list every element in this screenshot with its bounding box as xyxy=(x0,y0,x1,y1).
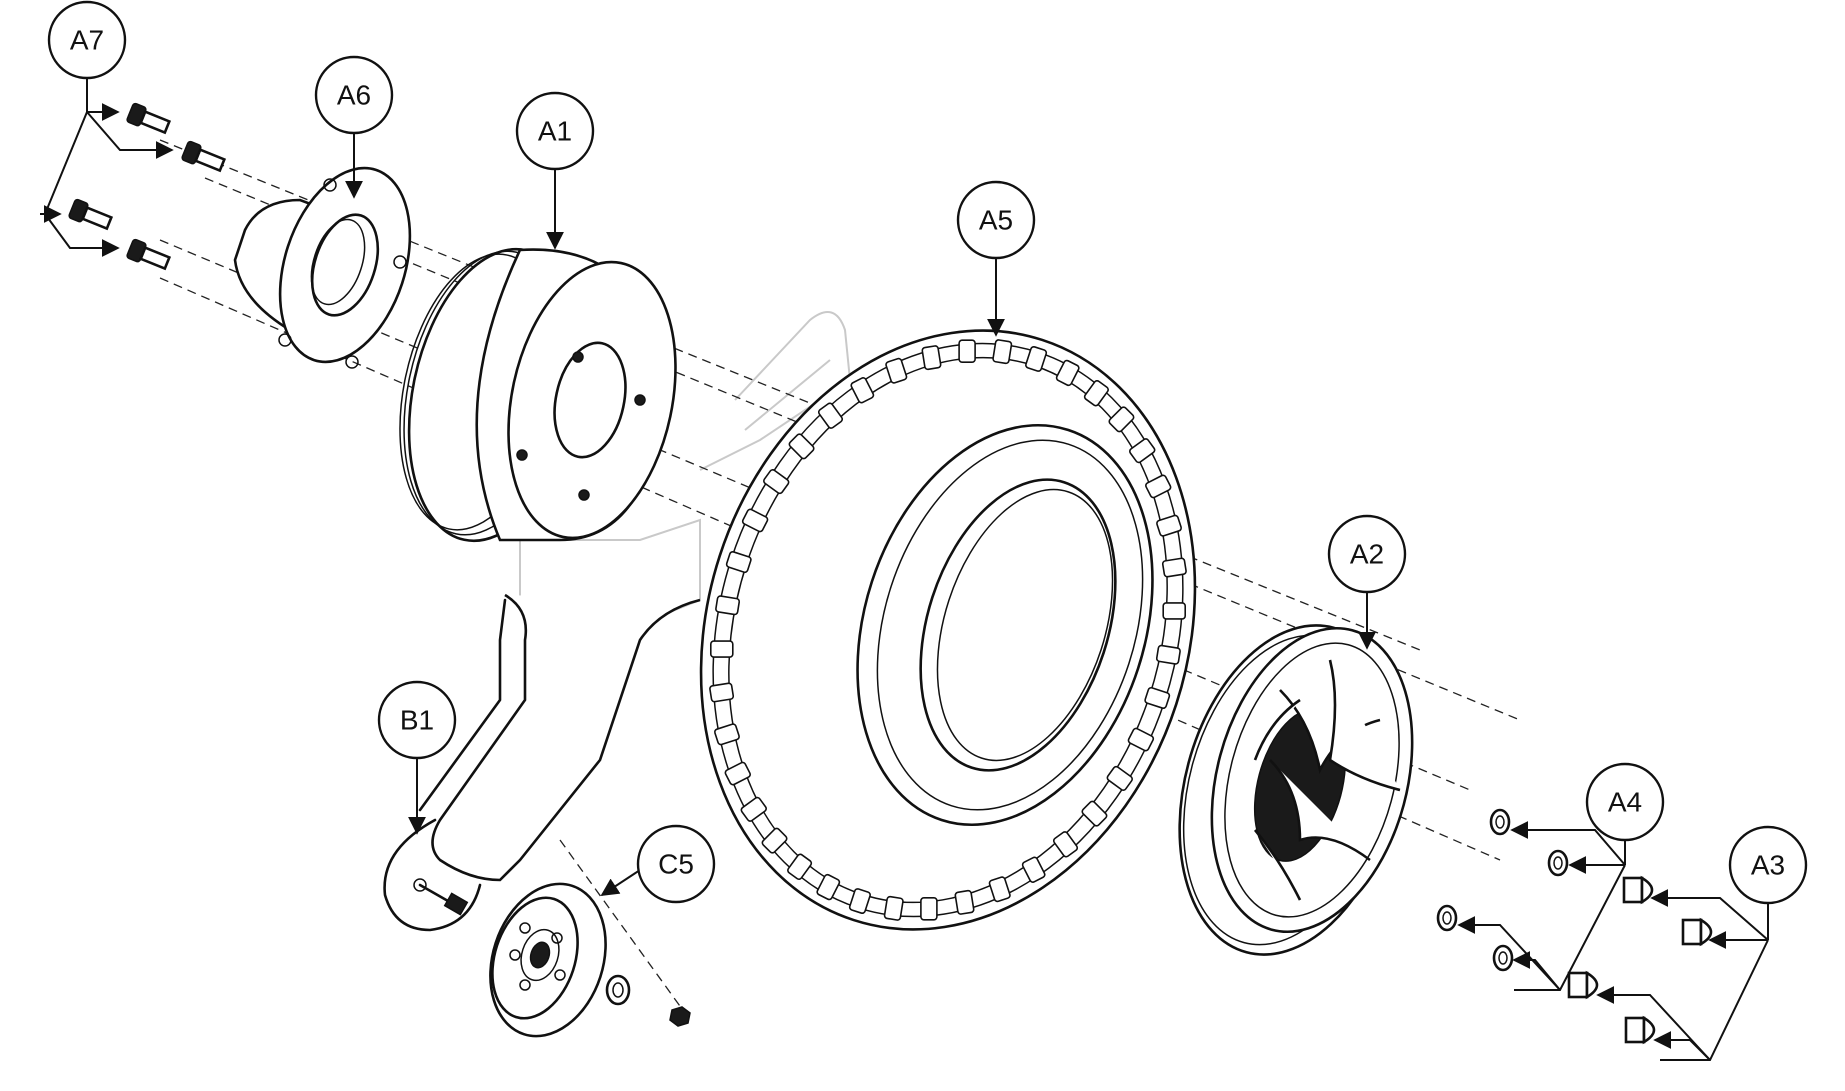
callout-a7-label: A7 xyxy=(70,25,104,56)
tread-knob xyxy=(761,827,788,854)
tread-knob xyxy=(850,377,875,404)
tread-knob xyxy=(1144,686,1171,710)
bolt-set xyxy=(68,102,227,271)
tire-tread-knobs xyxy=(709,339,1187,921)
tread-knob xyxy=(709,640,734,658)
tread-knob xyxy=(1108,406,1135,433)
tread-knob xyxy=(1129,438,1156,464)
callout-a5: A5 xyxy=(956,180,1036,260)
tread-knob xyxy=(788,433,815,460)
tread-knob xyxy=(921,345,942,371)
hub-flange xyxy=(233,166,412,369)
tread-knob xyxy=(763,469,790,495)
leader-lines xyxy=(40,78,1769,1061)
wheel-rim-outer-half xyxy=(1178,624,1414,956)
tread-knob xyxy=(920,896,938,921)
caster-fork-arm xyxy=(383,593,701,932)
tread-knob xyxy=(740,796,767,822)
callout-a6: A6 xyxy=(314,55,394,135)
callout-a3-label: A3 xyxy=(1751,850,1785,881)
tread-knob xyxy=(848,888,871,915)
callout-a2: A2 xyxy=(1327,514,1407,594)
tread-knob xyxy=(1025,345,1048,372)
tread-knob xyxy=(1155,644,1181,665)
wheel-rim-inner-half xyxy=(399,247,677,543)
callout-a6-label: A6 xyxy=(337,80,371,111)
callout-a1-label: A1 xyxy=(538,116,572,147)
tread-knob xyxy=(816,873,841,901)
tread-knob xyxy=(988,876,1011,903)
tread-knob xyxy=(715,595,741,616)
tread-knob xyxy=(725,550,752,574)
tread-knob xyxy=(1052,831,1079,858)
knobby-tire xyxy=(699,329,1197,931)
tread-knob xyxy=(885,357,908,384)
callout-bubbles: A7 A6 A1 A5 A2 B1 C5 A4 xyxy=(47,0,1808,905)
tread-knob xyxy=(1156,514,1182,537)
callout-a7: A7 xyxy=(47,0,127,80)
tread-knob xyxy=(1021,856,1046,883)
callout-a5-label: A5 xyxy=(979,205,1013,236)
tread-knob xyxy=(883,895,904,921)
tread-knob xyxy=(1083,380,1109,407)
tread-knob xyxy=(787,853,813,880)
tread-knob xyxy=(1161,557,1187,578)
callout-b1-label: B1 xyxy=(400,705,434,736)
callout-b1: B1 xyxy=(377,680,457,760)
callout-c5: C5 xyxy=(636,824,716,904)
callout-a4-label: A4 xyxy=(1608,787,1642,818)
acorn-nut-set xyxy=(1567,875,1713,1045)
tread-knob xyxy=(1162,602,1187,620)
callout-a4: A4 xyxy=(1585,762,1665,842)
tread-knob xyxy=(724,761,751,786)
tread-knob xyxy=(1055,359,1080,387)
tread-knob xyxy=(714,723,740,746)
caster-wheel xyxy=(489,882,691,1038)
tread-knob xyxy=(741,508,769,533)
tread-knob xyxy=(709,682,735,703)
tread-knob xyxy=(958,339,976,364)
tread-knob xyxy=(1127,727,1155,752)
callout-a3: A3 xyxy=(1728,825,1808,905)
callout-c5-label: C5 xyxy=(658,849,694,880)
tread-knob xyxy=(1145,474,1172,499)
washer-set xyxy=(1436,808,1569,972)
tread-knob xyxy=(817,402,844,429)
tread-knob xyxy=(1106,765,1133,791)
callout-a1: A1 xyxy=(515,91,595,171)
tread-knob xyxy=(1081,800,1108,827)
callout-a2-label: A2 xyxy=(1350,539,1384,570)
tread-knob xyxy=(954,889,975,915)
tread-knob xyxy=(992,339,1013,365)
